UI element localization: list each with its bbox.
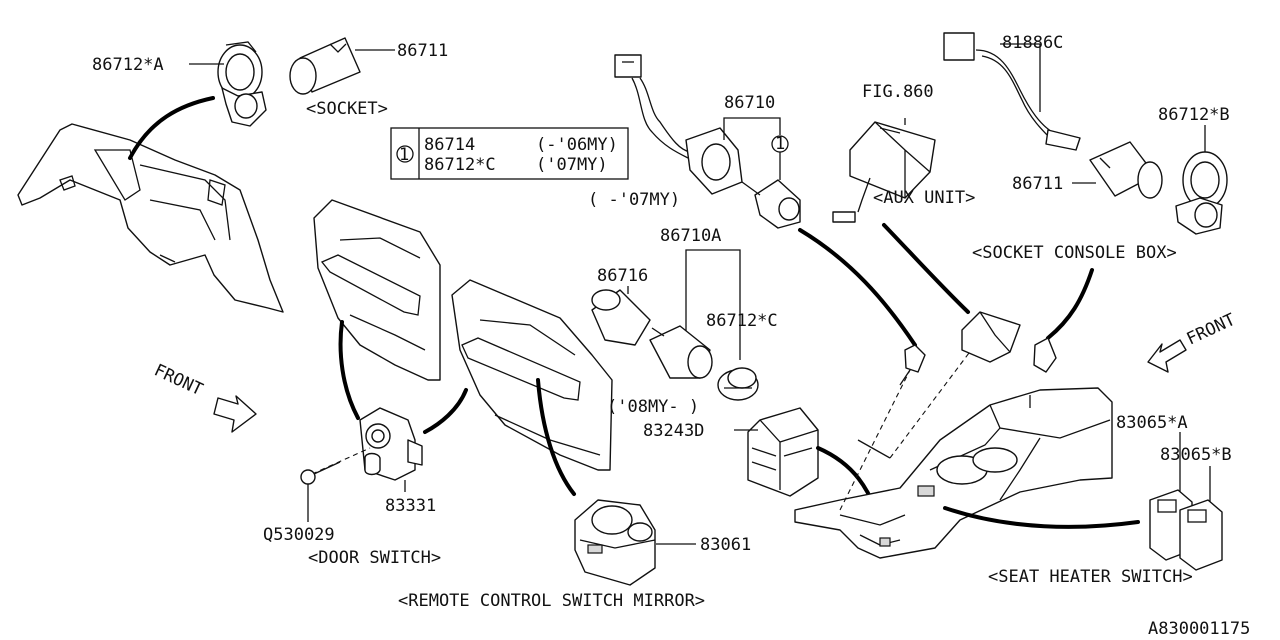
- caption-seat-heater: <SEAT HEATER SWITCH>: [988, 567, 1193, 587]
- label-86711-right: 86711: [1012, 174, 1063, 194]
- label-86710: 86710: [724, 93, 775, 113]
- part-83065-seat-heater-switches: [1149, 489, 1223, 571]
- front-arrow-right: [1147, 339, 1187, 373]
- part-86716-sleeve: [591, 289, 651, 346]
- label-86712B: 86712*B: [1158, 105, 1230, 125]
- aux-unit-mounted: [961, 311, 1021, 363]
- part-83061-mirror-switch: [574, 499, 656, 586]
- part-86710-lighter: [614, 54, 801, 229]
- label-83065B: 83065*B: [1160, 445, 1232, 465]
- diagram-id-code: A830001175: [1148, 619, 1250, 639]
- leader-seat-heater: [943, 506, 1140, 529]
- lighter-connector: [899, 344, 926, 386]
- part-81886C-harness: [943, 32, 1081, 151]
- caption-aux-unit: <AUX UNIT>: [873, 188, 975, 208]
- part-86711-socket-right: [1089, 141, 1163, 199]
- leader-door-front: [338, 320, 360, 420]
- note-86710A: ('08MY- ): [607, 397, 699, 417]
- part-Q530029-screw: [300, 461, 341, 485]
- part-86711-socket-left: [289, 37, 361, 95]
- caption-socket-console-box: <SOCKET CONSOLE BOX>: [972, 243, 1177, 263]
- label-Q530029: Q530029: [263, 525, 335, 545]
- part-aux-unit: [832, 121, 936, 223]
- legend-row1-note: (-'06MY): [536, 135, 618, 155]
- caption-door-switch: <DOOR SWITCH>: [308, 548, 441, 568]
- bracket-86710A: [685, 249, 741, 360]
- leader-door-rear: [423, 388, 468, 434]
- label-86716: 86716: [597, 266, 648, 286]
- socket-mounted: [1029, 337, 1057, 408]
- label-fig860: FIG.860: [862, 82, 934, 102]
- label-83061: 83061: [700, 535, 751, 555]
- part-86712A-cap: [217, 41, 267, 127]
- leader-mirror: [536, 378, 576, 496]
- label-81886C: 81886C: [1002, 33, 1063, 53]
- label-86710A: 86710A: [660, 226, 721, 246]
- front-label-left: FRONT: [151, 360, 206, 400]
- note-86710: ( -'07MY): [588, 190, 680, 210]
- rear-trim-panel: [17, 123, 284, 313]
- leader-socket-console: [1046, 268, 1094, 340]
- part-83243D-switch: [747, 407, 819, 497]
- marker-circle: [771, 135, 789, 153]
- front-door-panel: [313, 199, 441, 381]
- center-console: [794, 387, 1113, 559]
- label-83065A: 83065*A: [1116, 413, 1188, 433]
- guide-line: [857, 439, 891, 459]
- legend-row2-part: 86712*C: [424, 155, 496, 175]
- leader-aux: [882, 223, 970, 314]
- legend-box: [390, 127, 629, 180]
- caption-socket: <SOCKET>: [306, 99, 388, 119]
- part-83331-door-switch: [359, 407, 423, 481]
- dashed-guide: [839, 349, 921, 511]
- rear-door-panel: [451, 279, 613, 471]
- legend-row2-note: ('07MY): [536, 155, 608, 175]
- caption-remote-mirror: <REMOTE CONTROL SWITCH MIRROR>: [398, 591, 705, 611]
- label-86712A: 86712*A: [92, 55, 164, 75]
- label-86711-left: 86711: [397, 41, 448, 61]
- label-83243D: 83243D: [643, 421, 704, 441]
- label-83331: 83331: [385, 496, 436, 516]
- legend-marker: 1: [399, 145, 409, 165]
- part-86712C-cap: [717, 367, 759, 401]
- part-86710A-lighter: [649, 325, 713, 379]
- front-label-right: FRONT: [1184, 310, 1239, 350]
- leader-86712A: [128, 96, 215, 160]
- marker-86710: 1: [775, 134, 785, 154]
- part-86712B-cap: [1175, 151, 1228, 235]
- legend-row1-part: 86714: [424, 135, 475, 155]
- dashed-guide: [889, 344, 976, 459]
- bracket-86710: [723, 117, 781, 135]
- leader-lighter: [798, 228, 917, 347]
- screw-guide: [311, 447, 371, 475]
- label-86712C: 86712*C: [706, 311, 778, 331]
- front-arrow-left: [213, 395, 257, 433]
